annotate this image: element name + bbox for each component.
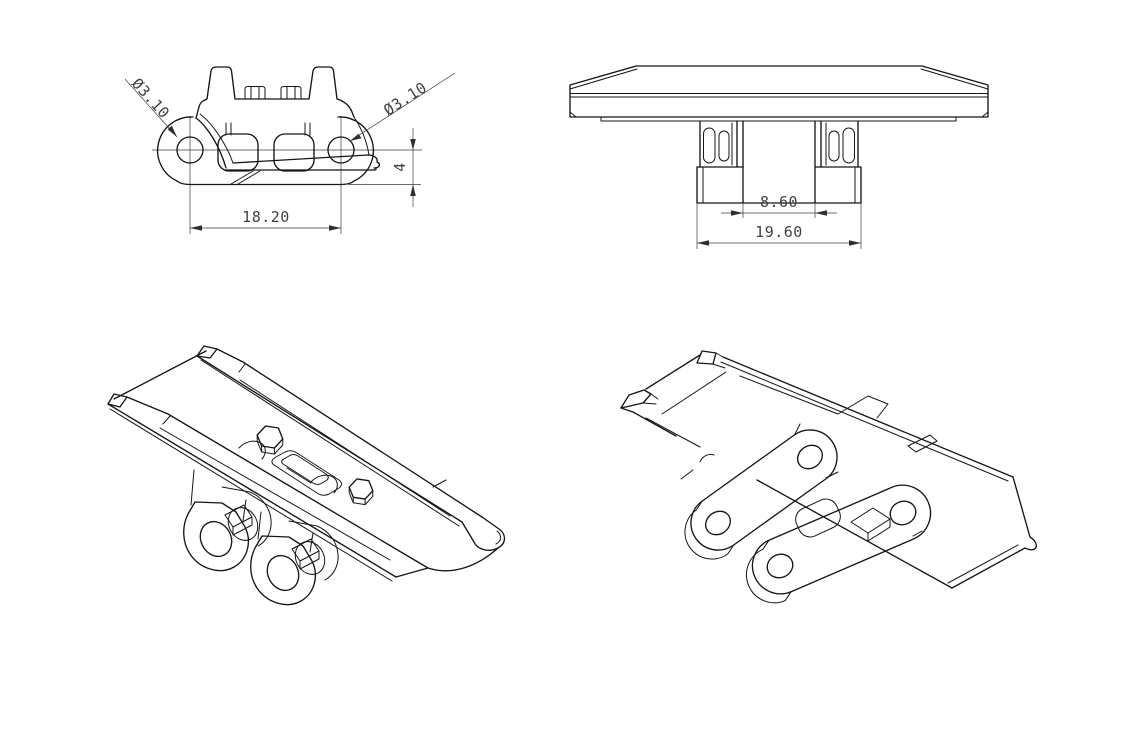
end-orthographic-view: 8.60 19.60 — [569, 65, 989, 249]
isometric-view-top-side — [107, 345, 506, 606]
dim-base-width: 19.60 — [755, 223, 803, 241]
front-orthographic-view: Ø3.10 Ø3.10 4 18.20 — [124, 66, 456, 234]
dim-link-height: 4 — [391, 162, 409, 172]
dim-hole-left: Ø3.10 — [128, 75, 173, 122]
dim-stem-width: 8.60 — [760, 193, 798, 211]
isometric-view-bottom-side — [620, 350, 1037, 604]
dim-hole-pitch: 18.20 — [242, 208, 290, 226]
dim-hole-right: Ø3.10 — [380, 78, 430, 119]
